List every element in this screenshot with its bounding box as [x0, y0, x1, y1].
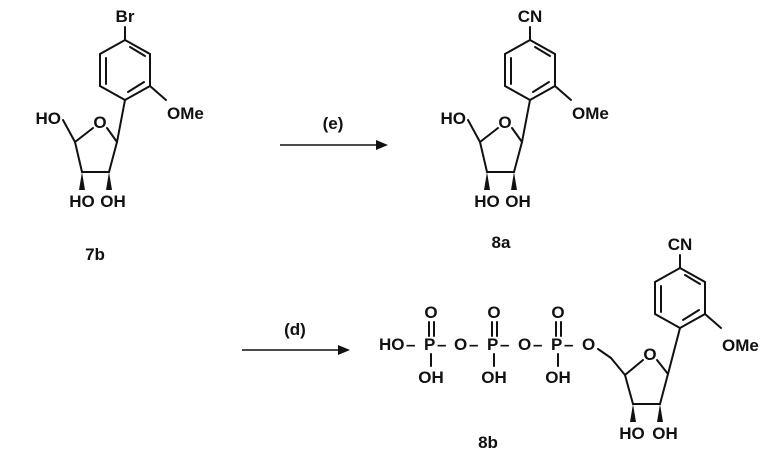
hydroxyl-wedge	[630, 404, 636, 422]
furanose-bond	[625, 360, 643, 375]
hydroxymethyl-bond	[468, 120, 480, 142]
linker-bond	[598, 349, 611, 358]
phosphate-dash: –	[437, 335, 446, 354]
hydroxyl-right-label: OH	[652, 424, 678, 443]
benzene-ring	[100, 40, 150, 100]
aromatic-double-bond	[685, 275, 700, 284]
ring-oxygen-label: O	[643, 345, 656, 364]
compound-id-7b: 7b	[85, 245, 105, 264]
hydroxyl-wedge	[657, 404, 663, 422]
phosphate-oh-1-label: OH	[418, 368, 444, 387]
arrow-head	[338, 345, 350, 355]
phosphate-dash: –	[564, 335, 573, 354]
linker-bond	[611, 358, 625, 375]
oxo-3-label: O	[551, 303, 564, 322]
compound-8b: HO – P – O – P – O – P – O O O O OH OH O…	[379, 235, 759, 452]
aryl-c1-bond	[117, 100, 125, 142]
benzene-ring	[505, 40, 555, 100]
furanose-bond	[512, 128, 522, 142]
furanose-bond	[480, 142, 487, 172]
furanose-bond	[625, 375, 633, 404]
methoxy-bond	[150, 86, 166, 100]
ring-oxygen-label: O	[93, 113, 106, 132]
hydroxyl-left-label: HO	[69, 192, 95, 211]
hydroxyl-right-label: OH	[505, 192, 531, 211]
hydroxyl-left-label: HO	[474, 192, 500, 211]
phosphorus-3-label: P	[551, 335, 562, 354]
hydroxymethyl-bond	[63, 120, 75, 142]
phosphate-head-label: HO	[379, 335, 405, 354]
ring-oxygen-label: O	[498, 113, 511, 132]
furanose-bond	[480, 128, 498, 142]
furanose-bond	[75, 128, 93, 142]
hydroxymethyl-label: HO	[441, 109, 467, 128]
reaction-arrow-d: (d)	[242, 320, 350, 355]
methoxy-label: OMe	[167, 104, 204, 123]
compound-8a: CN OMe O HO HO OH 8a	[441, 7, 609, 252]
bridge-oxygen-3-label: O	[582, 335, 595, 354]
hydroxymethyl-label: HO	[36, 109, 62, 128]
bromo-label: Br	[116, 7, 135, 26]
arrow-head	[376, 140, 388, 150]
compound-7b: Br OMe O HO HO OH 7b	[36, 7, 204, 264]
furanose-bond	[514, 142, 522, 172]
bridge-oxygen-2-label: O	[518, 335, 531, 354]
furanose-bond	[107, 128, 117, 142]
hydroxyl-wedge	[79, 172, 85, 190]
furanose-bond	[75, 142, 82, 172]
reagent-e-label: (e)	[323, 114, 344, 133]
methoxy-bond	[705, 314, 721, 328]
methoxy-label: OMe	[572, 104, 609, 123]
oxo-1-label: O	[424, 303, 437, 322]
aryl-c1-bond	[522, 100, 530, 142]
phosphate-oh-3-label: OH	[545, 368, 571, 387]
phosphorus-2-label: P	[487, 335, 498, 354]
aromatic-double-bond	[535, 47, 550, 56]
methoxy-bond	[555, 86, 571, 100]
aromatic-double-bond	[130, 47, 145, 56]
phosphorus-1-label: P	[424, 335, 435, 354]
aryl-c1-bond	[668, 328, 680, 374]
nitrile-label: CN	[518, 7, 543, 26]
phosphate-dash: –	[406, 335, 415, 354]
oxo-2-label: O	[487, 303, 500, 322]
compound-id-8b: 8b	[478, 433, 498, 452]
phosphate-dash: –	[469, 335, 478, 354]
hydroxyl-wedge	[106, 172, 112, 190]
hydroxyl-wedge	[484, 172, 490, 190]
furanose-bond	[109, 142, 117, 172]
bridge-oxygen-1-label: O	[454, 335, 467, 354]
reagent-d-label: (d)	[284, 320, 306, 339]
benzene-ring	[655, 268, 705, 328]
methoxy-label: OMe	[722, 336, 759, 355]
phosphate-oh-2-label: OH	[481, 368, 507, 387]
hydroxyl-left-label: HO	[619, 424, 645, 443]
hydroxyl-wedge	[511, 172, 517, 190]
hydroxyl-right-label: OH	[100, 192, 126, 211]
furanose-bond	[657, 360, 668, 374]
furanose-bond	[660, 374, 668, 404]
nitrile-label: CN	[668, 235, 693, 254]
compound-id-8a: 8a	[492, 233, 511, 252]
phosphate-dash: –	[500, 335, 509, 354]
phosphate-dash: –	[533, 335, 542, 354]
reaction-arrow-e: (e)	[280, 114, 388, 150]
